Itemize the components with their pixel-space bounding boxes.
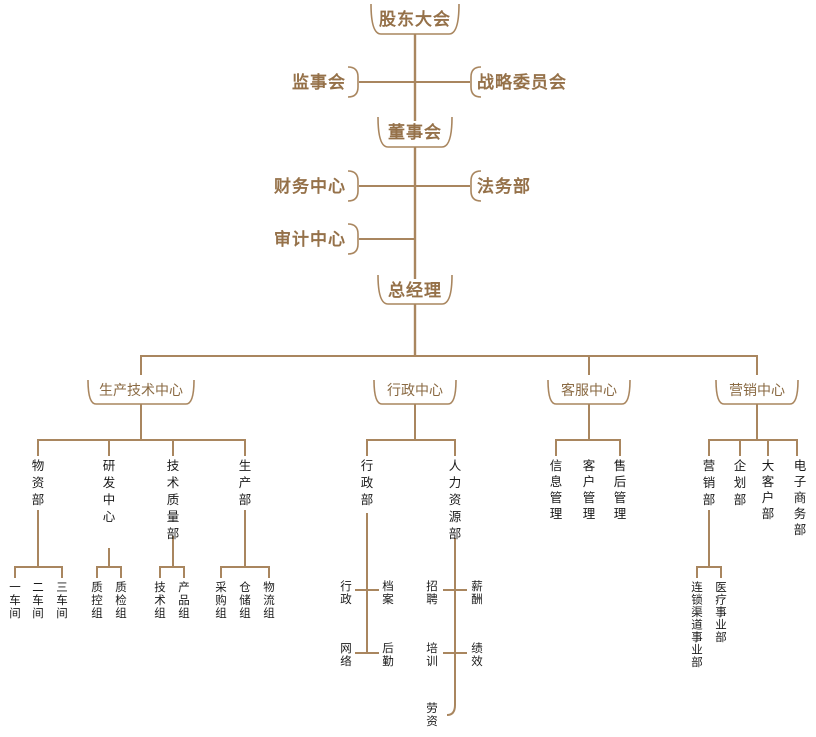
dept-customer-mgmt: 客户管理	[583, 458, 596, 521]
group-chain-business: 连锁渠道事业部	[691, 580, 703, 669]
division-admin: 行政中心	[387, 383, 443, 399]
dept-planning: 企划部	[734, 458, 747, 507]
connector-lines	[14, 34, 798, 716]
group-qc: 质控组	[91, 580, 103, 620]
group-workshop-3: 三车间	[56, 580, 68, 620]
dept-sales: 营销部	[703, 458, 716, 507]
strategy-committee-label: 战略委员会	[477, 72, 567, 93]
shareholders-meeting-label: 股东大会	[379, 9, 451, 30]
dept-tech-quality: 技术质量部	[167, 458, 180, 541]
dept-info-mgmt: 信息管理	[550, 458, 563, 521]
legal-dept-label: 法务部	[477, 176, 531, 197]
group-warehouse: 仓储组	[239, 580, 251, 620]
group-labor: 劳资	[426, 701, 438, 728]
group-logistics-support: 后勤	[382, 641, 394, 668]
group-admin-unit: 行政	[340, 579, 352, 606]
dept-materials: 物资部	[32, 458, 45, 507]
group-salary: 薪酬	[471, 579, 483, 606]
department-labels: 物资部 研发中心 技术质量部 生产部 行政部 人力资源部 信息管理 客户管理 售…	[32, 458, 807, 541]
dept-admin: 行政部	[361, 458, 374, 507]
group-tech: 技术组	[154, 580, 166, 620]
group-inspection: 质检组	[115, 580, 127, 620]
division-customer-service: 客服中心	[561, 382, 617, 399]
group-recruit: 招聘	[426, 579, 438, 606]
group-labels: 一车间 二车间 三车间 质控组 质检组 技术组 产品组 采购组 仓储组 物流组 …	[9, 579, 727, 728]
dept-rnd: 研发中心	[103, 458, 116, 524]
general-manager-label: 总经理	[388, 280, 442, 301]
division-marketing: 营销中心	[729, 383, 785, 399]
audit-center-label: 审计中心	[274, 229, 346, 250]
group-performance: 绩效	[471, 641, 483, 668]
supervisory-board-label: 监事会	[292, 72, 346, 93]
group-archives: 档案	[382, 579, 394, 606]
group-workshop-2: 二车间	[32, 580, 44, 620]
group-logistics: 物流组	[263, 580, 275, 620]
label-brackets	[87, 3, 799, 405]
group-purchasing: 采购组	[215, 580, 227, 620]
group-network: 网络	[340, 641, 352, 668]
dept-ecommerce: 电子商务部	[794, 458, 807, 537]
dept-aftersales-mgmt: 售后管理	[614, 458, 627, 521]
dept-hr: 人力资源部	[449, 458, 462, 541]
group-training: 培训	[426, 641, 438, 668]
division-production-tech: 生产技术中心	[99, 383, 183, 399]
board-of-directors-label: 董事会	[388, 122, 442, 143]
group-workshop-1: 一车间	[9, 580, 21, 620]
dept-production: 生产部	[239, 458, 252, 507]
dept-key-accounts: 大客户部	[762, 458, 775, 521]
group-medical-business: 医疗事业部	[715, 580, 727, 644]
group-product: 产品组	[178, 580, 190, 620]
finance-center-label: 财务中心	[273, 176, 346, 197]
